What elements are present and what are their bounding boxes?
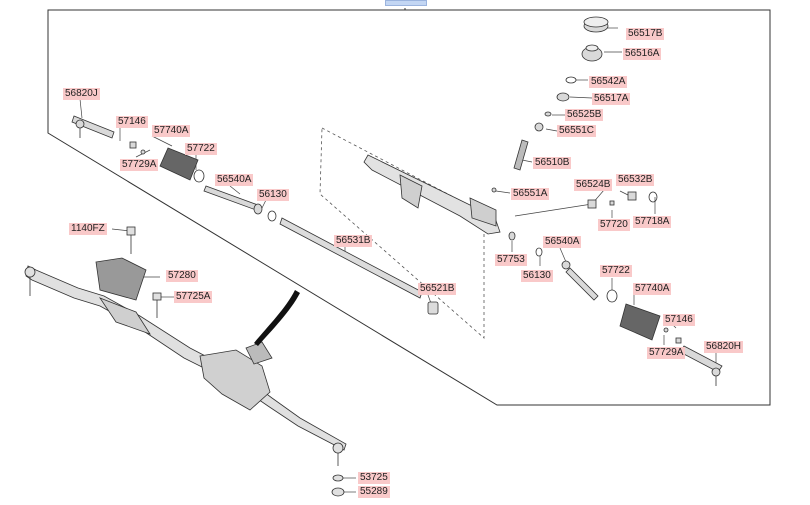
part-label-57718A[interactable]: 57718A xyxy=(633,216,672,228)
part-label-57722-left[interactable]: 57722 xyxy=(185,143,217,155)
part-label-57280[interactable]: 57280 xyxy=(166,270,198,282)
part-label-57722-right[interactable]: 57722 xyxy=(600,265,632,277)
part-label-56820H[interactable]: 56820H xyxy=(704,341,744,353)
part-label-56551C[interactable]: 56551C xyxy=(557,125,597,137)
part-label-56130-right[interactable]: 56130 xyxy=(521,270,553,282)
part-label-56542A[interactable]: 56542A xyxy=(589,76,628,88)
rack-housing xyxy=(363,154,501,235)
part-label-57720[interactable]: 57720 xyxy=(598,219,630,231)
part-label-56551A[interactable]: 56551A xyxy=(511,188,550,200)
part-label-57729A-right[interactable]: 57729A xyxy=(647,347,686,359)
part-label-1140FZ[interactable]: 1140FZ xyxy=(69,223,107,235)
part-label-56532B[interactable]: 56532B xyxy=(616,174,655,186)
part-label-56820J[interactable]: 56820J xyxy=(63,88,100,100)
parts-upper-right xyxy=(491,16,658,257)
part-label-56517A[interactable]: 56517A xyxy=(592,93,631,105)
leader-lines xyxy=(79,27,717,493)
part-label-56516A[interactable]: 56516A xyxy=(623,48,662,60)
part-label-57146-left[interactable]: 57146 xyxy=(116,116,148,128)
part-label-56531B[interactable]: 56531B xyxy=(334,235,373,247)
part-label-57146-right[interactable]: 57146 xyxy=(663,314,695,326)
part-label-57740A-left[interactable]: 57740A xyxy=(152,125,191,137)
part-label-56130-left[interactable]: 56130 xyxy=(257,189,289,201)
part-label-56540A-right[interactable]: 56540A xyxy=(543,236,582,248)
parts-left xyxy=(71,115,277,222)
rack-bar xyxy=(279,217,439,315)
part-label-56524B[interactable]: 56524B xyxy=(574,179,613,191)
pointer-arrow xyxy=(254,290,300,346)
part-label-56517B[interactable]: 56517B xyxy=(626,28,665,40)
part-label-57740A-right[interactable]: 57740A xyxy=(633,283,672,295)
part-label-56510B[interactable]: 56510B xyxy=(533,157,572,169)
part-label-57729A-left[interactable]: 57729A xyxy=(120,159,159,171)
part-label-56525B[interactable]: 56525B xyxy=(565,109,604,121)
assembly-number-tag xyxy=(385,0,427,6)
part-label-57725A[interactable]: 57725A xyxy=(174,291,213,303)
part-label-56521B[interactable]: 56521B xyxy=(418,283,457,295)
parts-right xyxy=(561,260,723,386)
part-label-57753[interactable]: 57753 xyxy=(495,254,527,266)
part-label-53725[interactable]: 53725 xyxy=(358,472,390,484)
assembled-steering-gear xyxy=(24,226,347,497)
part-label-56540A-left[interactable]: 56540A xyxy=(215,174,254,186)
part-label-55289[interactable]: 55289 xyxy=(358,486,390,498)
rack-subassembly-outline xyxy=(319,127,485,339)
assembly-frame xyxy=(47,8,771,406)
